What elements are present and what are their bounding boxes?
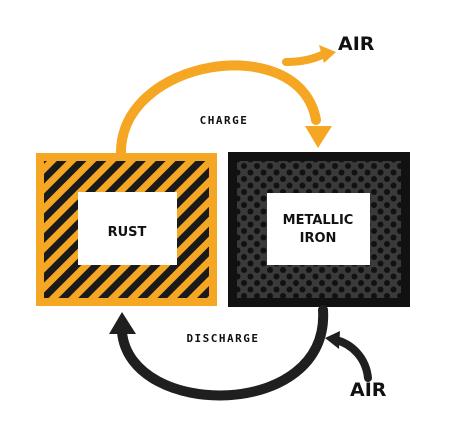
iron-label-line1: METALLIC [283,213,354,228]
discharge-arrowhead [109,312,136,334]
charge-arrow [115,45,336,160]
iron-label-box [267,193,370,265]
air-out-arrowhead [319,45,336,63]
air-in-arrowhead [325,331,340,349]
rust-box: RUST [36,153,217,306]
air-in-label: AIR [350,379,387,401]
charge-label: CHARGE [200,114,249,127]
discharge-label: DISCHARGE [186,332,259,345]
air-out-label: AIR [338,33,375,55]
iron-label-line2: IRON [300,231,337,246]
rust-label-box [78,192,177,265]
metallic-iron-box: METALLIC IRON [228,152,410,307]
discharge-arrow [109,305,372,401]
charge-arrowhead [305,126,332,148]
rust-label: RUST [108,225,147,240]
